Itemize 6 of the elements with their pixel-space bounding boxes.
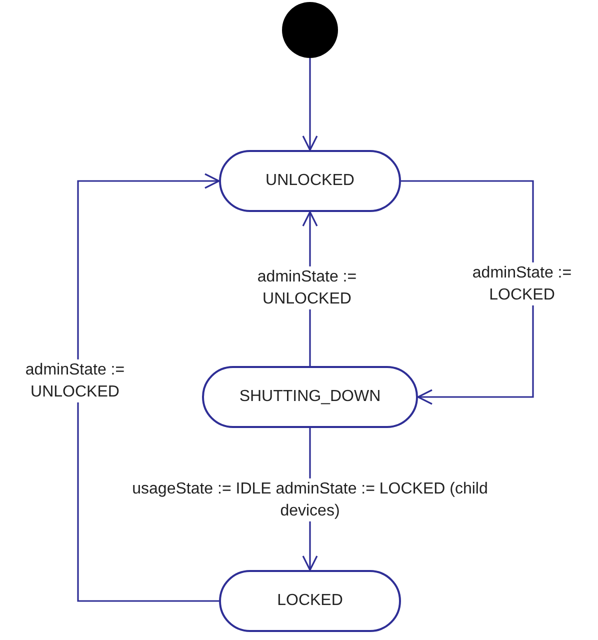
arrow: [77, 173, 220, 602]
arrow: [401, 180, 534, 405]
arrow: [302, 58, 318, 151]
state-label: SHUTTING_DOWN: [239, 388, 381, 406]
state-label: LOCKED: [277, 592, 343, 610]
state-label: UNLOCKED: [266, 172, 354, 190]
